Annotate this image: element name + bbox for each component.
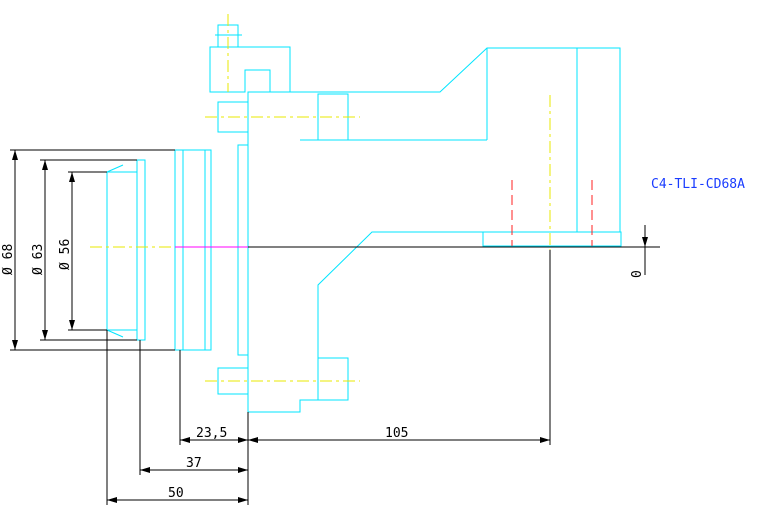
dim-dia-68: Ø 68: [1, 244, 16, 275]
base-pad: [482, 231, 622, 247]
front-face: [106, 171, 138, 331]
dim-len-23-5: 23,5: [196, 426, 227, 441]
bottom-bolt: [217, 367, 249, 395]
dim-len-37: 37: [186, 456, 202, 471]
dim-len-50: 50: [168, 486, 184, 501]
top-clamp: [209, 46, 291, 93]
part-outline: [106, 24, 622, 413]
front-chamfer: [106, 164, 124, 338]
dim-offset-0: 0: [630, 270, 645, 278]
centerlines: [90, 14, 551, 382]
dim-len-105: 105: [385, 426, 408, 441]
hidden-lines: [511, 180, 593, 246]
dimension-arrows: [12, 150, 648, 503]
stage-68: [174, 149, 212, 351]
dimension-lines: [10, 149, 646, 505]
dim-dia-56: Ø 56: [58, 239, 73, 270]
part-label: C4-TLI-CD68A: [651, 177, 745, 192]
top-bolt: [217, 101, 249, 133]
dim-dia-63: Ø 63: [31, 244, 46, 275]
flange-ring: [237, 144, 249, 356]
stage-63: [136, 159, 146, 341]
main-body: [247, 47, 621, 413]
